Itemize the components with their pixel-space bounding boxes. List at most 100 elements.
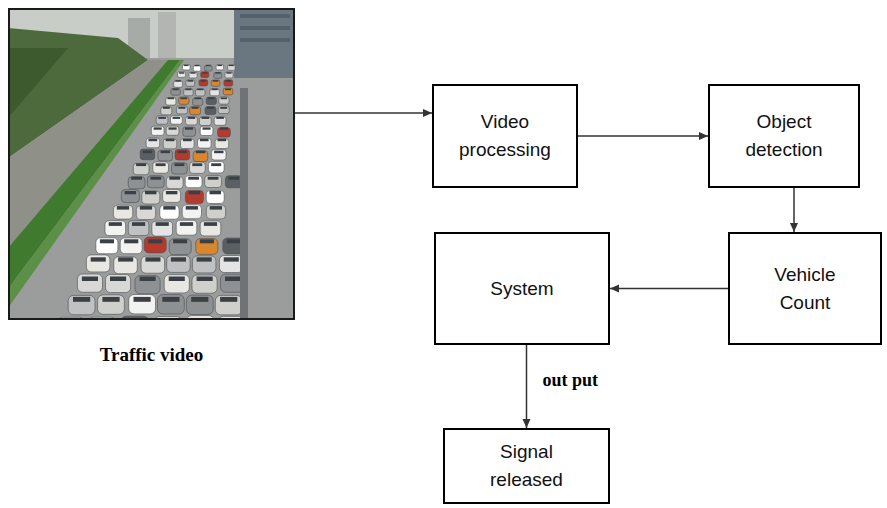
car-window <box>204 222 217 226</box>
car <box>178 72 186 78</box>
car <box>158 295 185 314</box>
traffic-photo <box>8 8 295 320</box>
car <box>68 295 95 314</box>
car <box>105 221 126 236</box>
car-window <box>91 257 106 261</box>
car-window <box>208 97 215 99</box>
car-window <box>221 97 228 99</box>
car <box>114 257 138 274</box>
car <box>210 89 220 96</box>
output-box: Signal released <box>443 428 610 504</box>
car-window <box>173 239 187 243</box>
car-window <box>169 177 180 180</box>
car-window <box>150 177 161 180</box>
car <box>169 239 191 255</box>
car-window <box>163 206 175 210</box>
car <box>171 116 183 125</box>
car-window <box>197 89 203 91</box>
car <box>189 72 197 78</box>
car-window <box>156 163 166 166</box>
car-window <box>200 239 214 243</box>
car-window <box>195 65 200 66</box>
car-window <box>125 191 137 194</box>
flow-arrow <box>295 112 432 114</box>
car-window <box>220 107 227 109</box>
car-window <box>169 277 185 282</box>
car-window <box>180 222 193 226</box>
flow-arrow <box>793 188 795 232</box>
car <box>208 162 224 173</box>
image-node: Traffic video <box>8 8 295 320</box>
flow-arrow <box>578 135 708 137</box>
trees <box>8 48 68 118</box>
car-window <box>220 127 228 129</box>
car-window <box>197 257 212 261</box>
car-window <box>179 72 184 74</box>
car-window <box>225 89 231 91</box>
car-window <box>183 139 192 142</box>
car <box>120 238 142 254</box>
car <box>206 97 216 104</box>
cars <box>57 65 247 321</box>
edge-label: out put <box>541 370 601 391</box>
car <box>98 295 125 314</box>
car-window <box>208 177 219 180</box>
car <box>196 89 206 96</box>
car-window <box>226 72 231 74</box>
car-window <box>200 139 209 142</box>
building <box>158 12 176 58</box>
car-window <box>178 151 187 154</box>
car-window <box>134 297 151 302</box>
box-label: System <box>452 275 592 303</box>
car <box>198 138 212 148</box>
building-detail <box>240 38 290 42</box>
car-window <box>154 127 162 129</box>
car-window <box>168 97 175 99</box>
car-window <box>132 222 145 226</box>
car-window <box>173 117 181 119</box>
car <box>224 80 233 86</box>
car <box>86 255 110 272</box>
car-window <box>227 239 241 243</box>
car-window <box>73 297 90 302</box>
process-box: Object detection <box>708 84 860 188</box>
lamp-pole <box>240 88 248 320</box>
car-window <box>225 277 241 282</box>
car <box>183 127 196 136</box>
car <box>218 106 229 114</box>
car <box>135 276 160 294</box>
car-window <box>210 206 222 210</box>
car-window <box>189 191 201 194</box>
car-window <box>169 127 177 129</box>
car-window <box>195 97 202 99</box>
car <box>184 89 194 96</box>
process-box: System <box>434 232 610 345</box>
car <box>193 151 208 162</box>
car-window <box>210 191 222 194</box>
car-window <box>161 151 170 154</box>
car <box>175 149 190 160</box>
process-box: Video processing <box>432 84 578 188</box>
car-window <box>100 239 114 243</box>
box-label: Video processing <box>450 108 560 163</box>
car <box>220 256 244 273</box>
car-window <box>196 151 205 154</box>
car-window <box>186 206 198 210</box>
car-window <box>229 65 234 66</box>
car-window <box>185 89 191 91</box>
car <box>214 73 222 79</box>
car-window <box>188 80 194 82</box>
car-window <box>212 89 218 91</box>
car <box>186 295 213 314</box>
car <box>205 66 213 71</box>
car <box>136 206 155 220</box>
car <box>141 256 165 273</box>
box-label: Vehicle Count <box>750 261 860 316</box>
car-window <box>174 163 184 166</box>
car <box>192 256 216 273</box>
car <box>190 162 206 173</box>
green-median <box>8 60 184 308</box>
car <box>190 107 201 115</box>
car-window <box>197 277 213 282</box>
car-window <box>192 107 199 109</box>
